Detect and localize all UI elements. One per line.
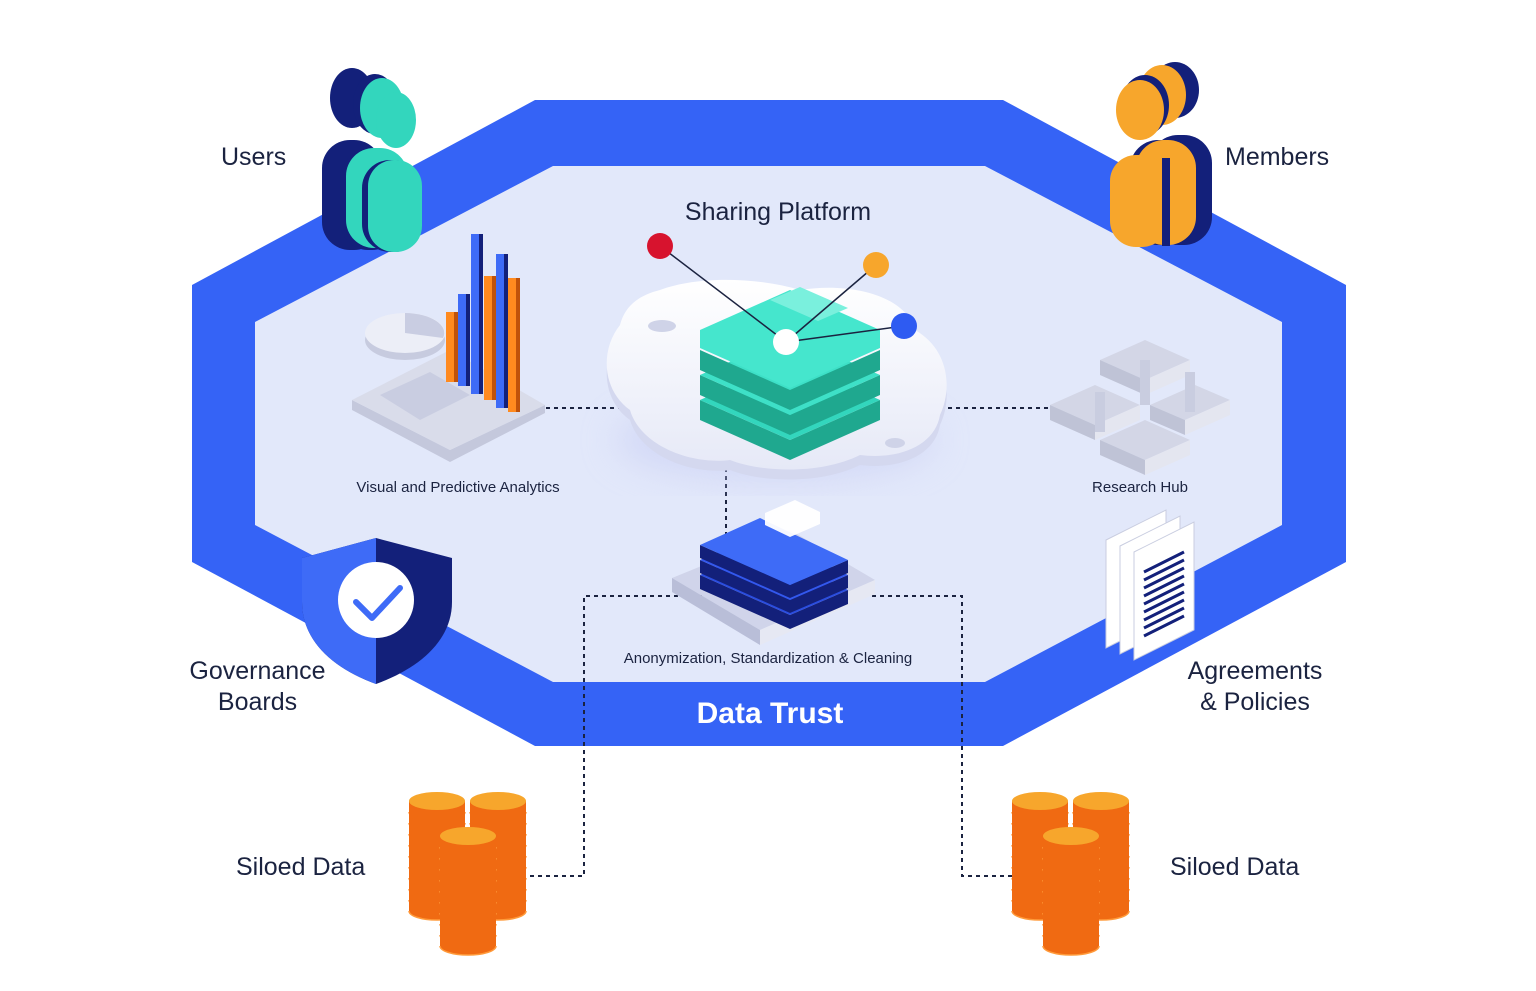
siloed-data-left-label: Siloed Data [236, 853, 366, 881]
orange-node-icon [863, 252, 889, 278]
network-nodes [647, 233, 917, 355]
analytics-label: Visual and Predictive Analytics [356, 479, 560, 496]
governance-line-1: Governance [189, 657, 326, 685]
red-node-icon [647, 233, 673, 259]
users-label: Users [221, 143, 287, 171]
agreements-line-1: Agreements [1187, 657, 1323, 685]
hub-node-icon [773, 329, 799, 355]
processing-label: Anonymization, Standardization & Cleanin… [623, 650, 913, 667]
sharing-platform-label: Sharing Platform [684, 198, 872, 226]
blocks-icon [1050, 340, 1230, 475]
stacked-layers-icon [672, 500, 875, 645]
members-label: Members [1225, 143, 1330, 171]
agreements-line-2: & Policies [1200, 688, 1310, 716]
person-group-icon [1110, 62, 1212, 247]
teal-server-stack [700, 287, 880, 460]
coin-stack-icon [408, 792, 527, 956]
person-group-icon [322, 68, 422, 252]
connector-lines [530, 407, 1048, 877]
document-stack-icon [1105, 509, 1195, 661]
blue-node-icon [891, 313, 917, 339]
shield-check-icon [302, 538, 452, 684]
siloed-data-right-label: Siloed Data [1170, 853, 1300, 881]
bar-chart-icon [352, 234, 545, 462]
data-trust-title: Data Trust [696, 697, 844, 730]
agreements-policies-label: Agreements & Policies [1170, 656, 1340, 718]
governance-line-2: Boards [217, 688, 298, 716]
coin-stack-icon [1011, 792, 1130, 956]
research-hub-label: Research Hub [1092, 479, 1188, 496]
governance-boards-label: Governance Boards [170, 656, 345, 718]
